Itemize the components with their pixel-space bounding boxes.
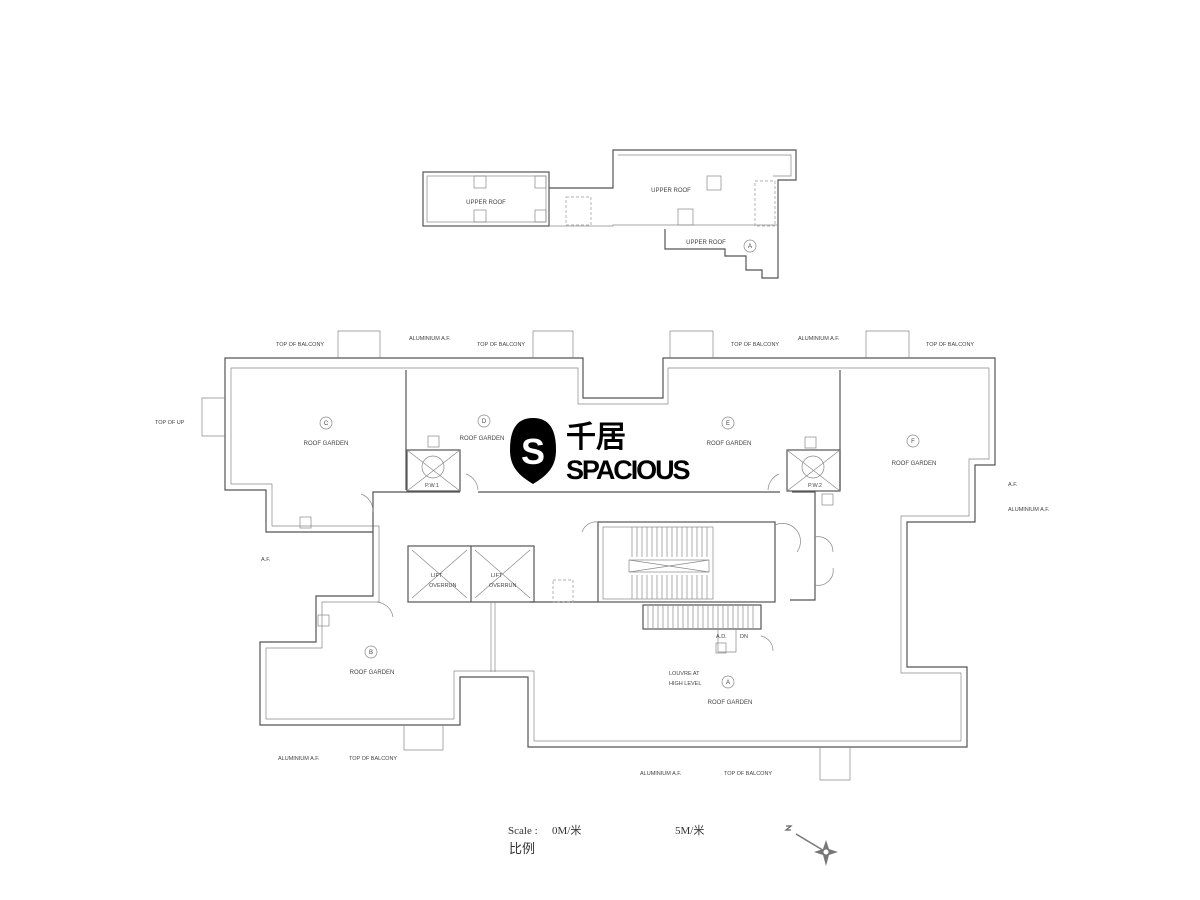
zone-marker: A (748, 244, 752, 250)
louvre-label-2: HIGH LEVEL (669, 681, 701, 687)
zone-marker: B (369, 650, 373, 656)
zone-marker: C (324, 421, 329, 427)
top-of-up-label: TOP OF UP (155, 420, 185, 426)
zone-b: B ROOF GARDEN (350, 645, 395, 676)
zone-marker: D (482, 419, 487, 425)
scale-start: 0M/米 (552, 824, 581, 837)
logo-mark: S (521, 431, 545, 472)
dn-label: DN (740, 634, 748, 640)
top-of-balcony-label: TOP OF BALCONY (477, 342, 525, 348)
aluminium-af-label: ALUMINIUM A.F. (798, 336, 840, 342)
scale-label: Scale : (508, 825, 538, 837)
north-arrow-icon (784, 825, 838, 866)
main-roof-plan (201, 330, 996, 781)
zone-labels: A ROOF GARDEN B ROOF GARDEN C ROOF GARDEN D… (304, 414, 937, 706)
callouts: TOP OF BALCONY ALUMINIUM A.F. TOP OF BAL… (155, 336, 1050, 777)
aluminium-af-label: ALUMINIUM A.F. (640, 771, 682, 777)
ad-label: A.D. (716, 634, 727, 640)
zone-a: A ROOF GARDEN (708, 675, 753, 706)
upper-roof-label: UPPER ROOF (651, 188, 691, 194)
scale-end: 5M/米 (675, 824, 704, 837)
top-of-balcony-label: TOP OF BALCONY (276, 342, 324, 348)
top-of-balcony-label: TOP OF BALCONY (349, 756, 397, 762)
zone-marker: A (726, 680, 730, 686)
stair-treads (631, 527, 754, 628)
aluminium-af-label: ALUMINIUM A.F. (1008, 507, 1050, 513)
scale-label-cn: 比例 (509, 842, 535, 857)
zone-e: E ROOF GARDEN (707, 416, 752, 447)
af-label: A.F. (261, 557, 271, 563)
zone-c: C ROOF GARDEN (304, 416, 349, 447)
scale-legend: Scale : 0M/米 5M/米 比例 (508, 824, 704, 857)
zone-f: F ROOF GARDEN (892, 434, 937, 467)
lift-label: LIFT (431, 573, 443, 579)
louvre-label: LOUVRE AT (669, 671, 700, 677)
zone-label: ROOF GARDEN (304, 441, 349, 447)
zone-label: ROOF GARDEN (892, 461, 937, 467)
pw1-label: P.W.1 (425, 483, 439, 489)
pw2-label: P.W.2 (808, 483, 822, 489)
lift-label: LIFT (491, 573, 503, 579)
spacious-logo: S 千居 SPACIOUS (510, 418, 691, 485)
upper-roof-label: UPPER ROOF (466, 200, 506, 206)
zone-marker: F (911, 439, 915, 445)
overrun-label: OVERRUN (429, 583, 457, 589)
zone-label: ROOF GARDEN (708, 700, 753, 706)
upper-roof-plan: UPPER ROOF UPPER ROOF UPPER ROOF A (422, 149, 797, 279)
zone-d: D ROOF GARDEN (460, 414, 505, 442)
zone-marker: E (726, 421, 730, 427)
top-of-balcony-label: TOP OF BALCONY (731, 342, 779, 348)
aluminium-af-label: ALUMINIUM A.F. (278, 756, 320, 762)
zone-label: ROOF GARDEN (460, 436, 505, 442)
upper-roof-label: UPPER ROOF (686, 240, 726, 246)
top-of-balcony-label: TOP OF BALCONY (724, 771, 772, 777)
aluminium-af-label: ALUMINIUM A.F. (409, 336, 451, 342)
overrun-label: OVERRUN (489, 583, 517, 589)
logo-cn: 千居 (566, 420, 626, 455)
zone-label: ROOF GARDEN (707, 441, 752, 447)
zone-label: ROOF GARDEN (350, 670, 395, 676)
logo-en: SPACIOUS (566, 455, 690, 485)
top-of-balcony-label: TOP OF BALCONY (926, 342, 974, 348)
af-label: A.F. (1008, 482, 1018, 488)
